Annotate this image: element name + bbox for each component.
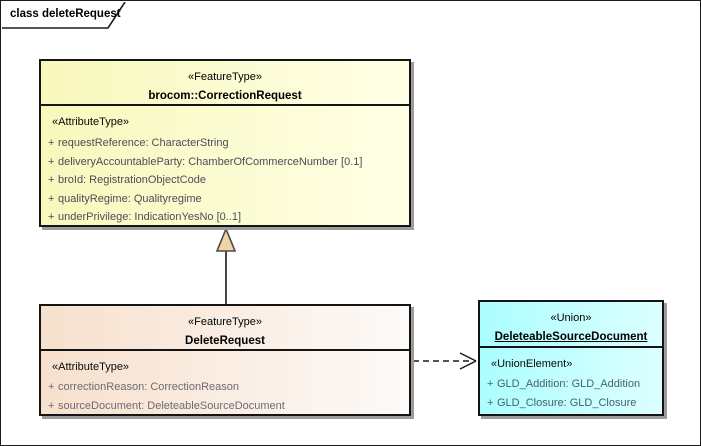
attribute-row: + sourceDocument: DeleteableSourceDocume… [41,397,409,417]
attribute-text: underPrivilege: IndicationYesNo [0..1] [58,211,242,224]
attribute-text: correctionReason: CorrectionReason [58,380,239,393]
attribute-text: GLD_Addition: GLD_Addition [497,377,641,390]
visibility-plus: + [487,377,494,390]
class-stereotype: «Union» [550,312,592,324]
visibility-plus: + [487,397,494,409]
class-stereotype: «FeatureType» [188,316,262,328]
attribute-row: + deliveryAccountableParty: ChamberOfCom… [41,153,409,171]
class-header: «FeatureType» DeleteRequest [41,306,409,351]
class-stereotype: «FeatureType» [188,71,262,83]
frame-tab-outline [2,2,126,29]
attribute-row: + broId: RegistrationObjectCode [41,171,409,189]
class-name: DeleteableSourceDocument [494,331,648,343]
attribute-text: sourceDocument: DeleteableSourceDocument [58,400,285,412]
visibility-plus: + [48,400,55,412]
class-header: «Union» DeleteableSourceDocument [480,302,662,348]
attribute-text: GLD_Closure: GLD_Closure [497,397,637,409]
class-header: «FeatureType» brocom::CorrectionRequest [41,61,409,106]
attributes-stereotype: «AttributeType» [52,116,130,128]
class-box-delete-request[interactable]: «FeatureType» DeleteRequest «AttributeTy… [39,304,411,416]
frame-title: class deleteRequest [10,8,121,20]
visibility-plus: + [48,174,55,187]
attributes-compartment: «UnionElement» + GLD_Addition: GLD_Addit… [480,348,662,414]
visibility-plus: + [48,155,55,168]
attribute-row: + underPrivilege: IndicationYesNo [0..1] [41,208,409,226]
dependency-connector[interactable] [413,352,477,370]
class-name: brocom::CorrectionRequest [148,90,302,102]
attribute-row: + correctionReason: CorrectionReason [41,378,409,398]
attribute-row: + GLD_Closure: GLD_Closure [480,394,662,414]
visibility-plus: + [48,192,55,205]
class-name: DeleteRequest [185,335,265,347]
visibility-plus: + [48,211,55,224]
frame-tab [2,2,126,29]
attribute-text: qualityRegime: Qualityregime [58,192,202,205]
visibility-plus: + [48,380,55,393]
generalization-connector[interactable] [215,226,237,304]
attributes-compartment: «AttributeType» + correctionReason: Corr… [41,351,409,417]
attribute-text: broId: RegistrationObjectCode [58,174,206,187]
class-box-deleteable-source-document[interactable]: «Union» DeleteableSourceDocument «UnionE… [478,300,664,416]
attributes-stereotype: «UnionElement» [491,358,573,370]
class-box-correction-request[interactable]: «FeatureType» brocom::CorrectionRequest … [39,59,411,227]
attribute-row: + requestReference: CharacterString [41,134,409,152]
attribute-text: requestReference: CharacterString [58,137,229,150]
attributes-stereotype: «AttributeType» [52,361,130,373]
attribute-row: + qualityRegime: Qualityregime [41,190,409,208]
attribute-row: + GLD_Addition: GLD_Addition [480,375,662,395]
attributes-compartment: «AttributeType» + requestReference: Char… [41,106,409,226]
attribute-text: deliveryAccountableParty: ChamberOfComme… [58,155,363,168]
visibility-plus: + [48,137,55,150]
